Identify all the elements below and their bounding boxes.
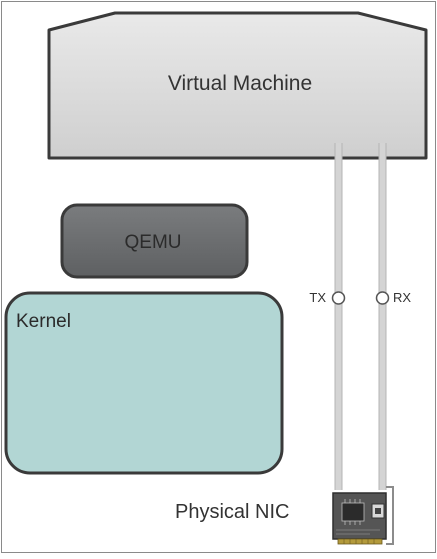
physical-nic-label: Physical NIC — [175, 501, 289, 523]
rx-label: RX — [393, 290, 411, 305]
qemu-label: QEMU — [125, 232, 182, 253]
rx-port-icon — [375, 291, 390, 305]
vm-label: Virtual Machine — [168, 72, 312, 95]
kernel-box: Kernel — [4, 291, 284, 475]
qemu-box: QEMU — [60, 203, 249, 279]
rx-channel: RX — [375, 143, 411, 490]
network-card-icon — [332, 486, 394, 545]
tx-port-icon — [331, 291, 346, 305]
tx-channel: TX — [309, 143, 346, 490]
kernel-label: Kernel — [16, 311, 71, 332]
tx-label: TX — [309, 290, 326, 305]
virtual-machine-box: Virtual Machine — [47, 11, 428, 160]
